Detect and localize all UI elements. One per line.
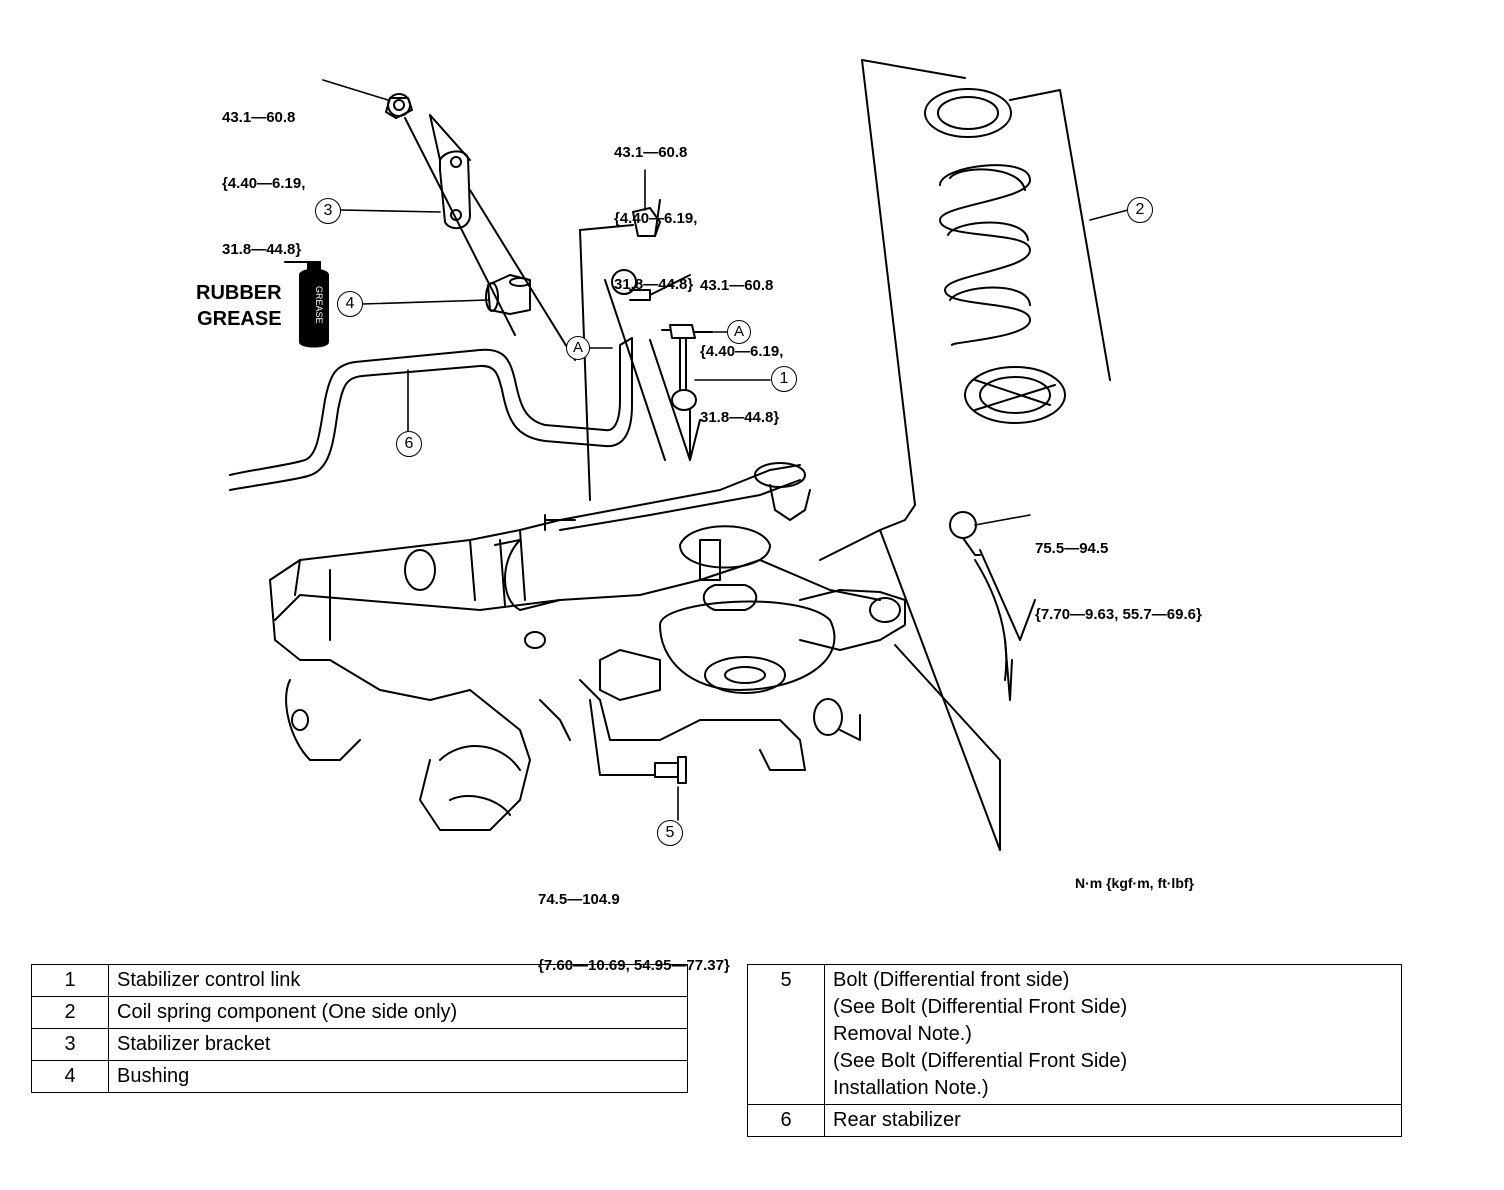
differential-front-bolt bbox=[589, 699, 687, 784]
callout-2: 2 bbox=[1127, 197, 1153, 223]
torque-unit-note: N·m {kgf·m, ft·lbf} bbox=[1075, 875, 1194, 891]
bushing bbox=[485, 274, 531, 315]
torque-value: 74.5—104.9 bbox=[538, 891, 620, 908]
torque-value-kgf: {4.40—6.19, bbox=[700, 343, 784, 360]
torque-value-ftlbf: 31.8—44.8} bbox=[700, 409, 780, 426]
legend-description-line: Removal Note.) bbox=[833, 1023, 972, 1045]
legend-number: 4 bbox=[31, 1060, 109, 1093]
legend-row: 6 Rear stabilizer bbox=[747, 1104, 1402, 1137]
torque-spec-stabilizer-bracket-nut: 43.1—60.8 {4.40—6.19, 31.8—44.8} bbox=[222, 63, 305, 283]
grease-can bbox=[284, 261, 329, 348]
reference-a-left: A bbox=[566, 336, 590, 360]
stabilizer-control-link bbox=[649, 324, 713, 461]
legend-row: 5 Bolt (Differential front side) (See Bolt… bbox=[747, 964, 1402, 1105]
legend-description-line: (See Bolt (Differential Front Side) bbox=[833, 996, 1128, 1018]
torque-spec-control-link-upper-nut: 43.1—60.8 {4.40—6.19, 31.8—44.8} bbox=[614, 98, 697, 318]
differential-side-bolt bbox=[949, 511, 1036, 701]
legend-description-line: Rear stabilizer bbox=[833, 1109, 961, 1131]
legend-number: 1 bbox=[31, 964, 109, 997]
rubber-grease-label: RUBBER GREASE bbox=[196, 282, 282, 330]
torque-value: 43.1—60.8 bbox=[614, 144, 688, 161]
legend-description-line: (See Bolt (Differential Front Side) bbox=[833, 1050, 1128, 1072]
parts-legend-right: 5 Bolt (Differential front side) (See Bolt… bbox=[747, 964, 1402, 1137]
legend-description: Bushing bbox=[108, 1060, 688, 1093]
legend-description: Stabilizer bracket bbox=[108, 1028, 688, 1061]
control-link-upper-nut bbox=[579, 199, 661, 237]
torque-value-kgf: {4.40—6.19, bbox=[222, 175, 306, 192]
legend-number: 3 bbox=[31, 1028, 109, 1061]
legend-description: Stabilizer control link bbox=[108, 964, 688, 997]
torque-value-ftlbf: 31.8—44.8} bbox=[614, 276, 694, 293]
grease-can-caption: GREASE bbox=[314, 286, 324, 324]
legend-number: 2 bbox=[31, 996, 109, 1029]
torque-value: 43.1—60.8 bbox=[222, 109, 296, 126]
legend-description: Bolt (Differential front side) (See Bolt … bbox=[824, 964, 1402, 1105]
rear-stabilizer-bar bbox=[229, 337, 633, 491]
torque-value: 75.5—94.5 bbox=[1035, 540, 1109, 557]
legend-description: Coil spring component (One side only) bbox=[108, 996, 688, 1029]
grease-can-text: GREASE bbox=[314, 286, 324, 324]
callout-6: 6 bbox=[396, 431, 422, 457]
torque-value-kgf-ftlbf: {7.70—9.63, 55.7—69.6} bbox=[1035, 606, 1202, 623]
legend-number: 5 bbox=[747, 964, 825, 1105]
torque-value-ftlbf: 31.8—44.8} bbox=[222, 241, 302, 258]
torque-spec-differential-side-bolt: 75.5—94.5 {7.70—9.63, 55.7—69.6} bbox=[1035, 494, 1202, 648]
legend-description-line: Installation Note.) bbox=[833, 1077, 989, 1099]
legend-description-line: Bolt (Differential front side) bbox=[833, 969, 1070, 991]
callout-4: 4 bbox=[337, 291, 363, 317]
legend-number: 6 bbox=[747, 1104, 825, 1137]
torque-value-kgf: {4.40—6.19, bbox=[614, 210, 698, 227]
reference-a-right: A bbox=[727, 320, 751, 344]
rear-subframe-and-differential bbox=[269, 462, 1001, 851]
legend-description: Rear stabilizer bbox=[824, 1104, 1402, 1137]
callout-5: 5 bbox=[657, 820, 683, 846]
torque-spec-control-link-lower-nut: 43.1—60.8 {4.40—6.19, 31.8—44.8} bbox=[700, 231, 783, 451]
callout-1: 1 bbox=[771, 366, 797, 392]
stabilizer-bracket bbox=[385, 93, 576, 361]
leader-lines bbox=[322, 79, 1129, 821]
coil-spring-assembly bbox=[861, 59, 1111, 506]
control-link-lower-nut bbox=[579, 229, 691, 501]
callout-3: 3 bbox=[315, 198, 341, 224]
torque-value: 43.1—60.8 bbox=[700, 277, 774, 294]
